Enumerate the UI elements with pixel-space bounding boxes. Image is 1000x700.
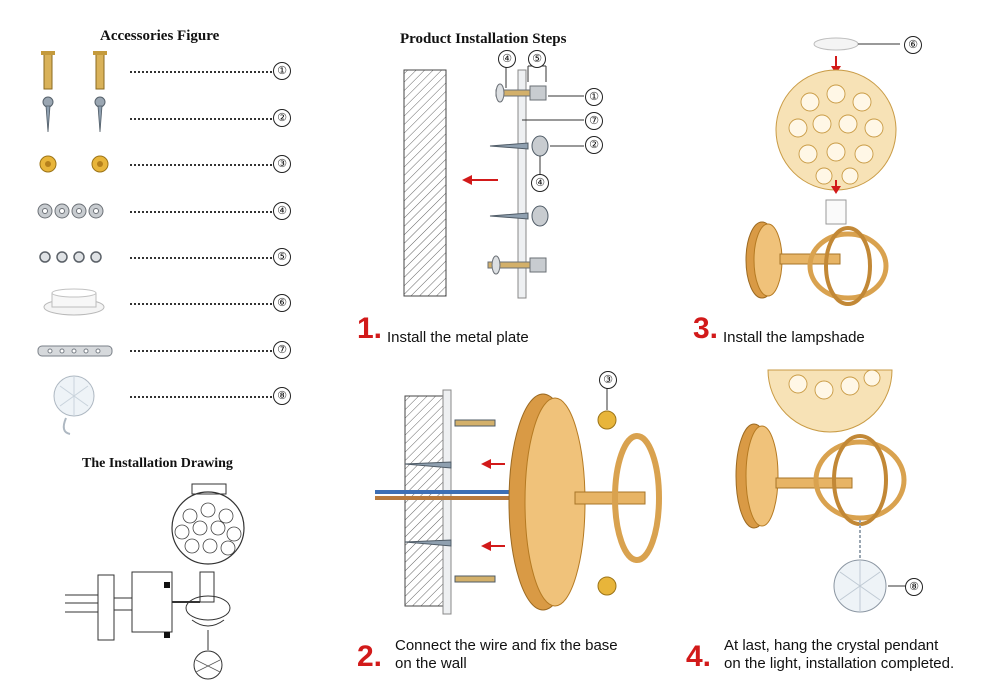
accessory-row-8: ⑧ — [30, 375, 300, 442]
mounting-strap-icon — [37, 345, 113, 357]
crystal-pendant-icon — [53, 375, 95, 435]
step-3-number: 3. — [693, 312, 719, 345]
accessory-row-5: ⑤ — [30, 243, 300, 273]
screw-icon — [42, 96, 106, 133]
leader-line — [130, 211, 288, 213]
accessory-row-2: ② — [30, 96, 300, 134]
leader-line — [130, 118, 288, 120]
step-2-number: 2. — [357, 640, 383, 673]
part-number-badge: ⑧ — [273, 387, 291, 405]
callout-crystal-pendant: ⑧ — [905, 578, 923, 596]
step-4-number: 4. — [686, 640, 712, 673]
callout-nut: ⑤ — [528, 50, 546, 68]
part-number-badge: ① — [273, 62, 291, 80]
step-2-illustration — [375, 388, 662, 615]
leader-line — [130, 350, 288, 352]
step-3-illustration — [745, 37, 900, 306]
shade-ring-icon — [43, 288, 105, 316]
leader-line — [130, 257, 288, 259]
accessory-row-4: ④ — [30, 197, 300, 227]
leader-line — [130, 164, 288, 166]
step-1-text: Install the metal plate — [387, 329, 529, 346]
accessory-row-7: ⑦ — [30, 336, 300, 366]
accessory-row-1: ① — [30, 51, 300, 90]
accessories-title: Accessories Figure — [100, 28, 220, 44]
part-number-badge: ⑦ — [273, 341, 291, 359]
washer-icon — [37, 203, 104, 219]
part-number-badge: ⑥ — [273, 294, 291, 312]
installation-steps-title: Product Installation Steps — [400, 31, 567, 47]
leader-line — [130, 303, 288, 305]
step-2-text-line-2: on the wall — [395, 655, 467, 672]
step-2-text-line-1: Connect the wire and fix the base — [395, 637, 618, 654]
part-number-badge: ④ — [273, 202, 291, 220]
accessory-row-3: ③ — [30, 150, 300, 180]
callout-shade-ring: ⑥ — [904, 36, 922, 54]
callout-washer: ④ — [498, 50, 516, 68]
nut-icon — [39, 251, 102, 263]
cap-nut-icon — [39, 155, 109, 173]
callout-mounting-strap: ⑦ — [585, 112, 603, 130]
callout-cap-nut: ③ — [599, 371, 617, 389]
callout-screw: ② — [585, 136, 603, 154]
leader-line — [130, 71, 288, 73]
step-1-illustration — [403, 65, 584, 299]
leader-line — [130, 396, 288, 398]
step-4-illustration — [735, 369, 907, 613]
installation-drawing-illustration — [65, 483, 245, 680]
step-4-text-line-1: At last, hang the crystal pendant — [724, 637, 939, 654]
part-number-badge: ② — [273, 109, 291, 127]
step-4-text-line-2: on the light, installation completed. — [724, 655, 955, 672]
step-3-text: Install the lampshade — [723, 329, 865, 346]
part-number-badge: ⑤ — [273, 248, 291, 266]
accessory-row-6: ⑥ — [30, 288, 300, 319]
installation-drawing-title: The Installation Drawing — [82, 456, 233, 471]
part-number-badge: ③ — [273, 155, 291, 173]
anchor-bolt-icon — [41, 51, 107, 90]
callout-washer-lower: ④ — [531, 174, 549, 192]
step-1-number: 1. — [357, 312, 383, 345]
callout-anchor-bolt: ① — [585, 88, 603, 106]
